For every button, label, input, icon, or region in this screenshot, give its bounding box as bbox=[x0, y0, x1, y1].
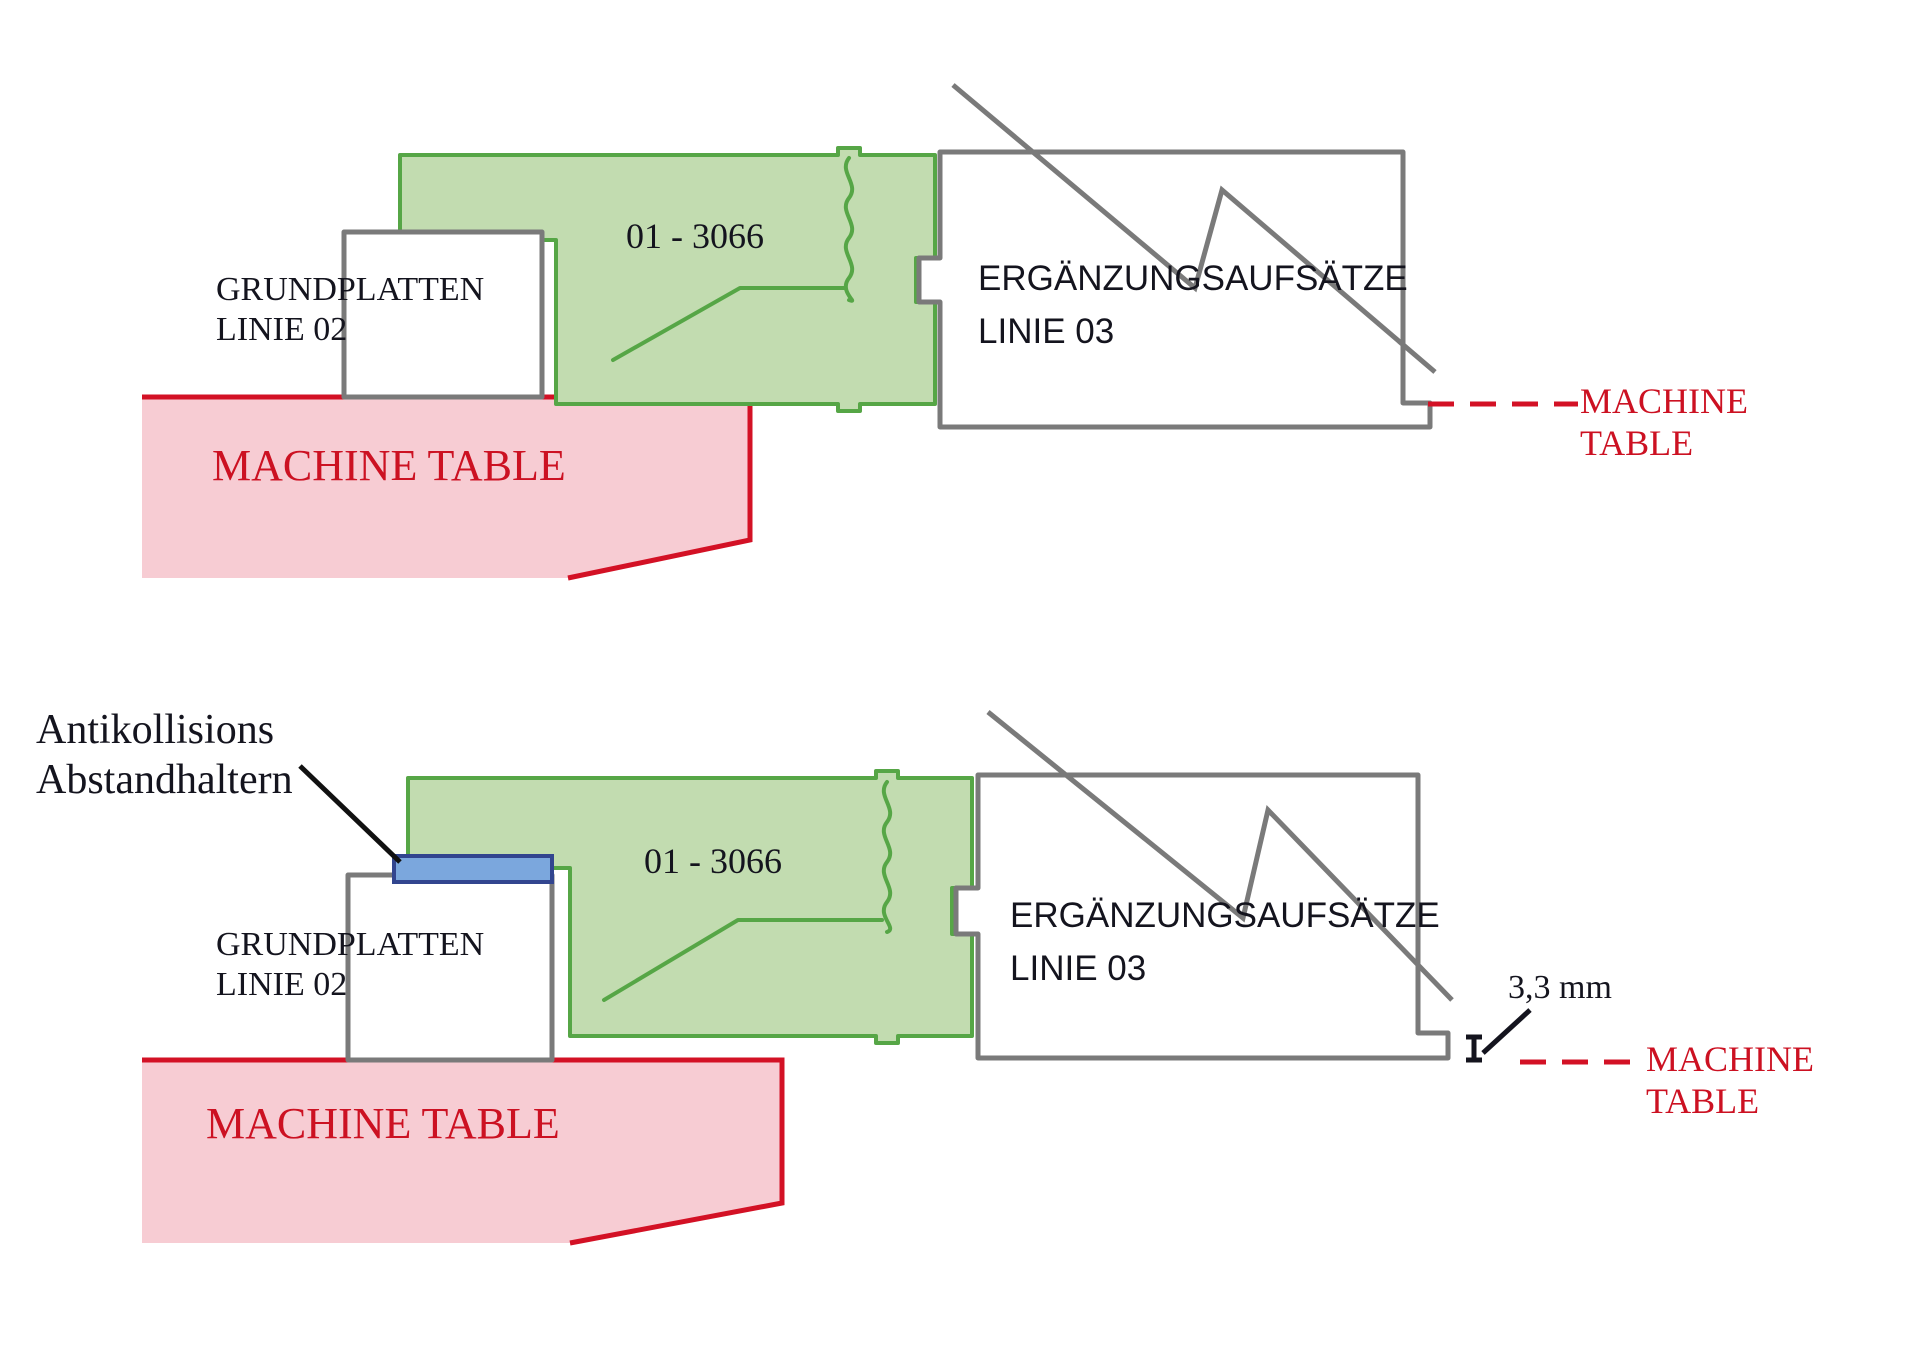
label-anticollision-spacer: Antikollisions Abstandhaltern bbox=[36, 707, 293, 803]
green-slot-line-bottom bbox=[602, 918, 884, 1002]
ergaenzung-diagonal-bottom bbox=[986, 710, 1454, 1002]
label-ergaenzungsaufsaetze-top: ERGÄNZUNGSAUFSÄTZE LINIE 03 bbox=[978, 259, 1408, 351]
ergaenzung-body-bottom bbox=[953, 772, 1451, 1061]
label-machine-table-block-top: MACHINE TABLE bbox=[212, 441, 566, 490]
machine-table-block-top bbox=[142, 397, 750, 578]
gap-dimension-leader bbox=[1481, 1008, 1532, 1055]
machine-table-block-bottom bbox=[142, 1060, 782, 1243]
label-machine-table-block-bottom: MACHINE TABLE bbox=[206, 1099, 560, 1148]
label-gap-dimension: 3,3 mm bbox=[1508, 969, 1612, 1006]
grundplatten-box-top bbox=[341, 229, 545, 400]
ergaenzung-body-top bbox=[916, 149, 1433, 430]
label-part-number-bottom: 01 - 3066 bbox=[644, 841, 782, 881]
label-machine-table-callout-top: MACHINE TABLE bbox=[1580, 381, 1748, 464]
anticollision-spacer bbox=[392, 854, 554, 884]
green-serration-bottom bbox=[881, 780, 893, 934]
anticollision-leader-line bbox=[298, 764, 402, 864]
gap-dimension-marker bbox=[1466, 1034, 1482, 1063]
label-grundplatten-top: GRUNDPLATTEN LINIE 02 bbox=[216, 271, 485, 349]
label-part-number-top: 01 - 3066 bbox=[626, 216, 764, 256]
ergaenzung-diagonal-top bbox=[951, 83, 1437, 374]
label-ergaenzungsaufsaetze-bottom: ERGÄNZUNGSAUFSÄTZE LINIE 03 bbox=[1010, 896, 1440, 988]
bottom-diagram bbox=[142, 710, 1640, 1246]
label-machine-table-callout-bottom: MACHINE TABLE bbox=[1646, 1039, 1814, 1122]
green-slot-line-top bbox=[611, 286, 847, 362]
label-grundplatten-bottom: GRUNDPLATTEN LINIE 02 bbox=[216, 926, 485, 1004]
top-diagram bbox=[142, 83, 1578, 581]
